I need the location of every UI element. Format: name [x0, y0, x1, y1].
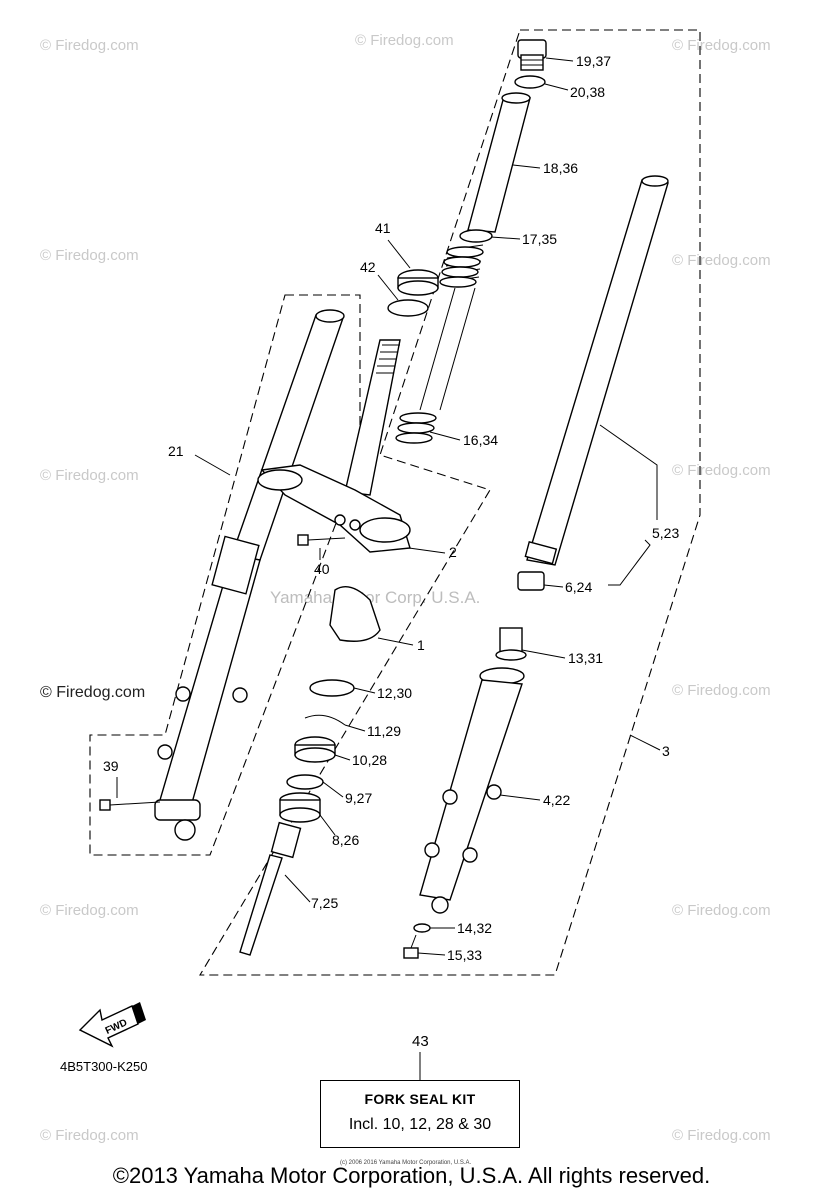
callout-label: 13,31 [568, 650, 603, 666]
watermark-dark: © Firedog.com [40, 684, 145, 701]
callout-label: 3 [662, 743, 670, 759]
callout-label: 42 [360, 259, 376, 275]
callout-label: 9,27 [345, 790, 372, 806]
center-watermark: Yamaha Motor Corp. U.S.A. [270, 588, 480, 607]
fwd-arrow-icon: FWD [78, 1002, 146, 1048]
callout-label: 15,33 [447, 947, 482, 963]
callout-labels: 19,37 20,38 18,36 17,35 41 42 16,34 21 5… [103, 53, 679, 963]
callout-label: 18,36 [543, 160, 578, 176]
callout-label: 4,22 [543, 792, 570, 808]
callout-label: 10,28 [352, 752, 387, 768]
watermark: © Firedog.com [355, 32, 454, 49]
watermark: © Firedog.com [40, 467, 139, 484]
callout-label: 39 [103, 758, 119, 774]
watermark: © Firedog.com [40, 37, 139, 54]
watermark: © Firedog.com [672, 37, 771, 54]
copyright-notice: ©2013 Yamaha Motor Corporation, U.S.A. A… [112, 1163, 711, 1188]
watermark-group: © Firedog.com © Firedog.com © Firedog.co… [40, 32, 771, 1144]
fork-spring-part [395, 244, 484, 444]
dust-seal-part [309, 679, 355, 697]
bearing-part [387, 299, 429, 317]
washer-part [459, 229, 493, 243]
spacer-tube-part [467, 92, 531, 233]
callout-label: 5,23 [652, 525, 679, 541]
clip-part [304, 714, 346, 726]
callout-label: 14,32 [457, 920, 492, 936]
slide-bush-part [279, 792, 321, 823]
damper-bolt-part [403, 934, 419, 959]
damper-rod-part [239, 821, 302, 956]
watermark: © Firedog.com [672, 1127, 771, 1144]
callout-label: 6,24 [565, 579, 592, 595]
oil-seal-part [294, 736, 336, 763]
callout-label: 16,34 [463, 432, 498, 448]
axle-bolt-part [99, 799, 161, 811]
callout-label: 41 [375, 220, 391, 236]
callout-label: 17,35 [522, 231, 557, 247]
assembly-outline-left [89, 294, 361, 856]
callout-label: 21 [168, 443, 184, 459]
callout-label: 12,30 [377, 685, 412, 701]
callout-label: 2 [449, 544, 457, 560]
cap-bolt-part [517, 39, 547, 71]
slide-metal-part [517, 571, 545, 591]
watermark: © Firedog.com [672, 902, 771, 919]
steering-nut-part [397, 269, 439, 296]
fine-print: (c) 2006 2016 Yamaha Motor Corporation, … [340, 1160, 472, 1166]
callout-label: 20,38 [570, 84, 605, 100]
callout-label: 8,26 [332, 832, 359, 848]
callout-label: 19,37 [576, 53, 611, 69]
washer-part [286, 774, 324, 790]
watermark: © Firedog.com [40, 247, 139, 264]
watermark: © Firedog.com [40, 902, 139, 919]
inner-tube-part [524, 175, 669, 566]
watermark: © Firedog.com [672, 682, 771, 699]
kit-number: 43 [412, 1033, 429, 1050]
assembly-outline-right [199, 29, 701, 976]
pinch-bolt-part [297, 534, 346, 546]
callout-label: 11,29 [367, 723, 401, 739]
callout-label: 1 [417, 637, 425, 653]
cylinder-part [495, 627, 527, 661]
copper-washer-part [413, 923, 431, 933]
leader-lines [116, 57, 661, 1080]
outer-tube-part [419, 667, 525, 914]
watermark: © Firedog.com [40, 1127, 139, 1144]
figure-code: 4B5T300-K250 [60, 1059, 148, 1074]
fork-seal-kit-box: FORK SEAL KIT Incl. 10, 12, 28 & 30 [320, 1080, 520, 1148]
kit-contents: Incl. 10, 12, 28 & 30 [348, 1116, 492, 1133]
o-ring-part [514, 75, 546, 89]
watermark: © Firedog.com [672, 252, 771, 269]
callout-label: 7,25 [311, 895, 338, 911]
fork-cover-part [329, 586, 381, 642]
kit-title: FORK SEAL KIT [364, 1091, 476, 1107]
watermark: © Firedog.com [672, 462, 771, 479]
under-bracket-part [257, 339, 411, 553]
callout-label: 40 [314, 561, 330, 577]
